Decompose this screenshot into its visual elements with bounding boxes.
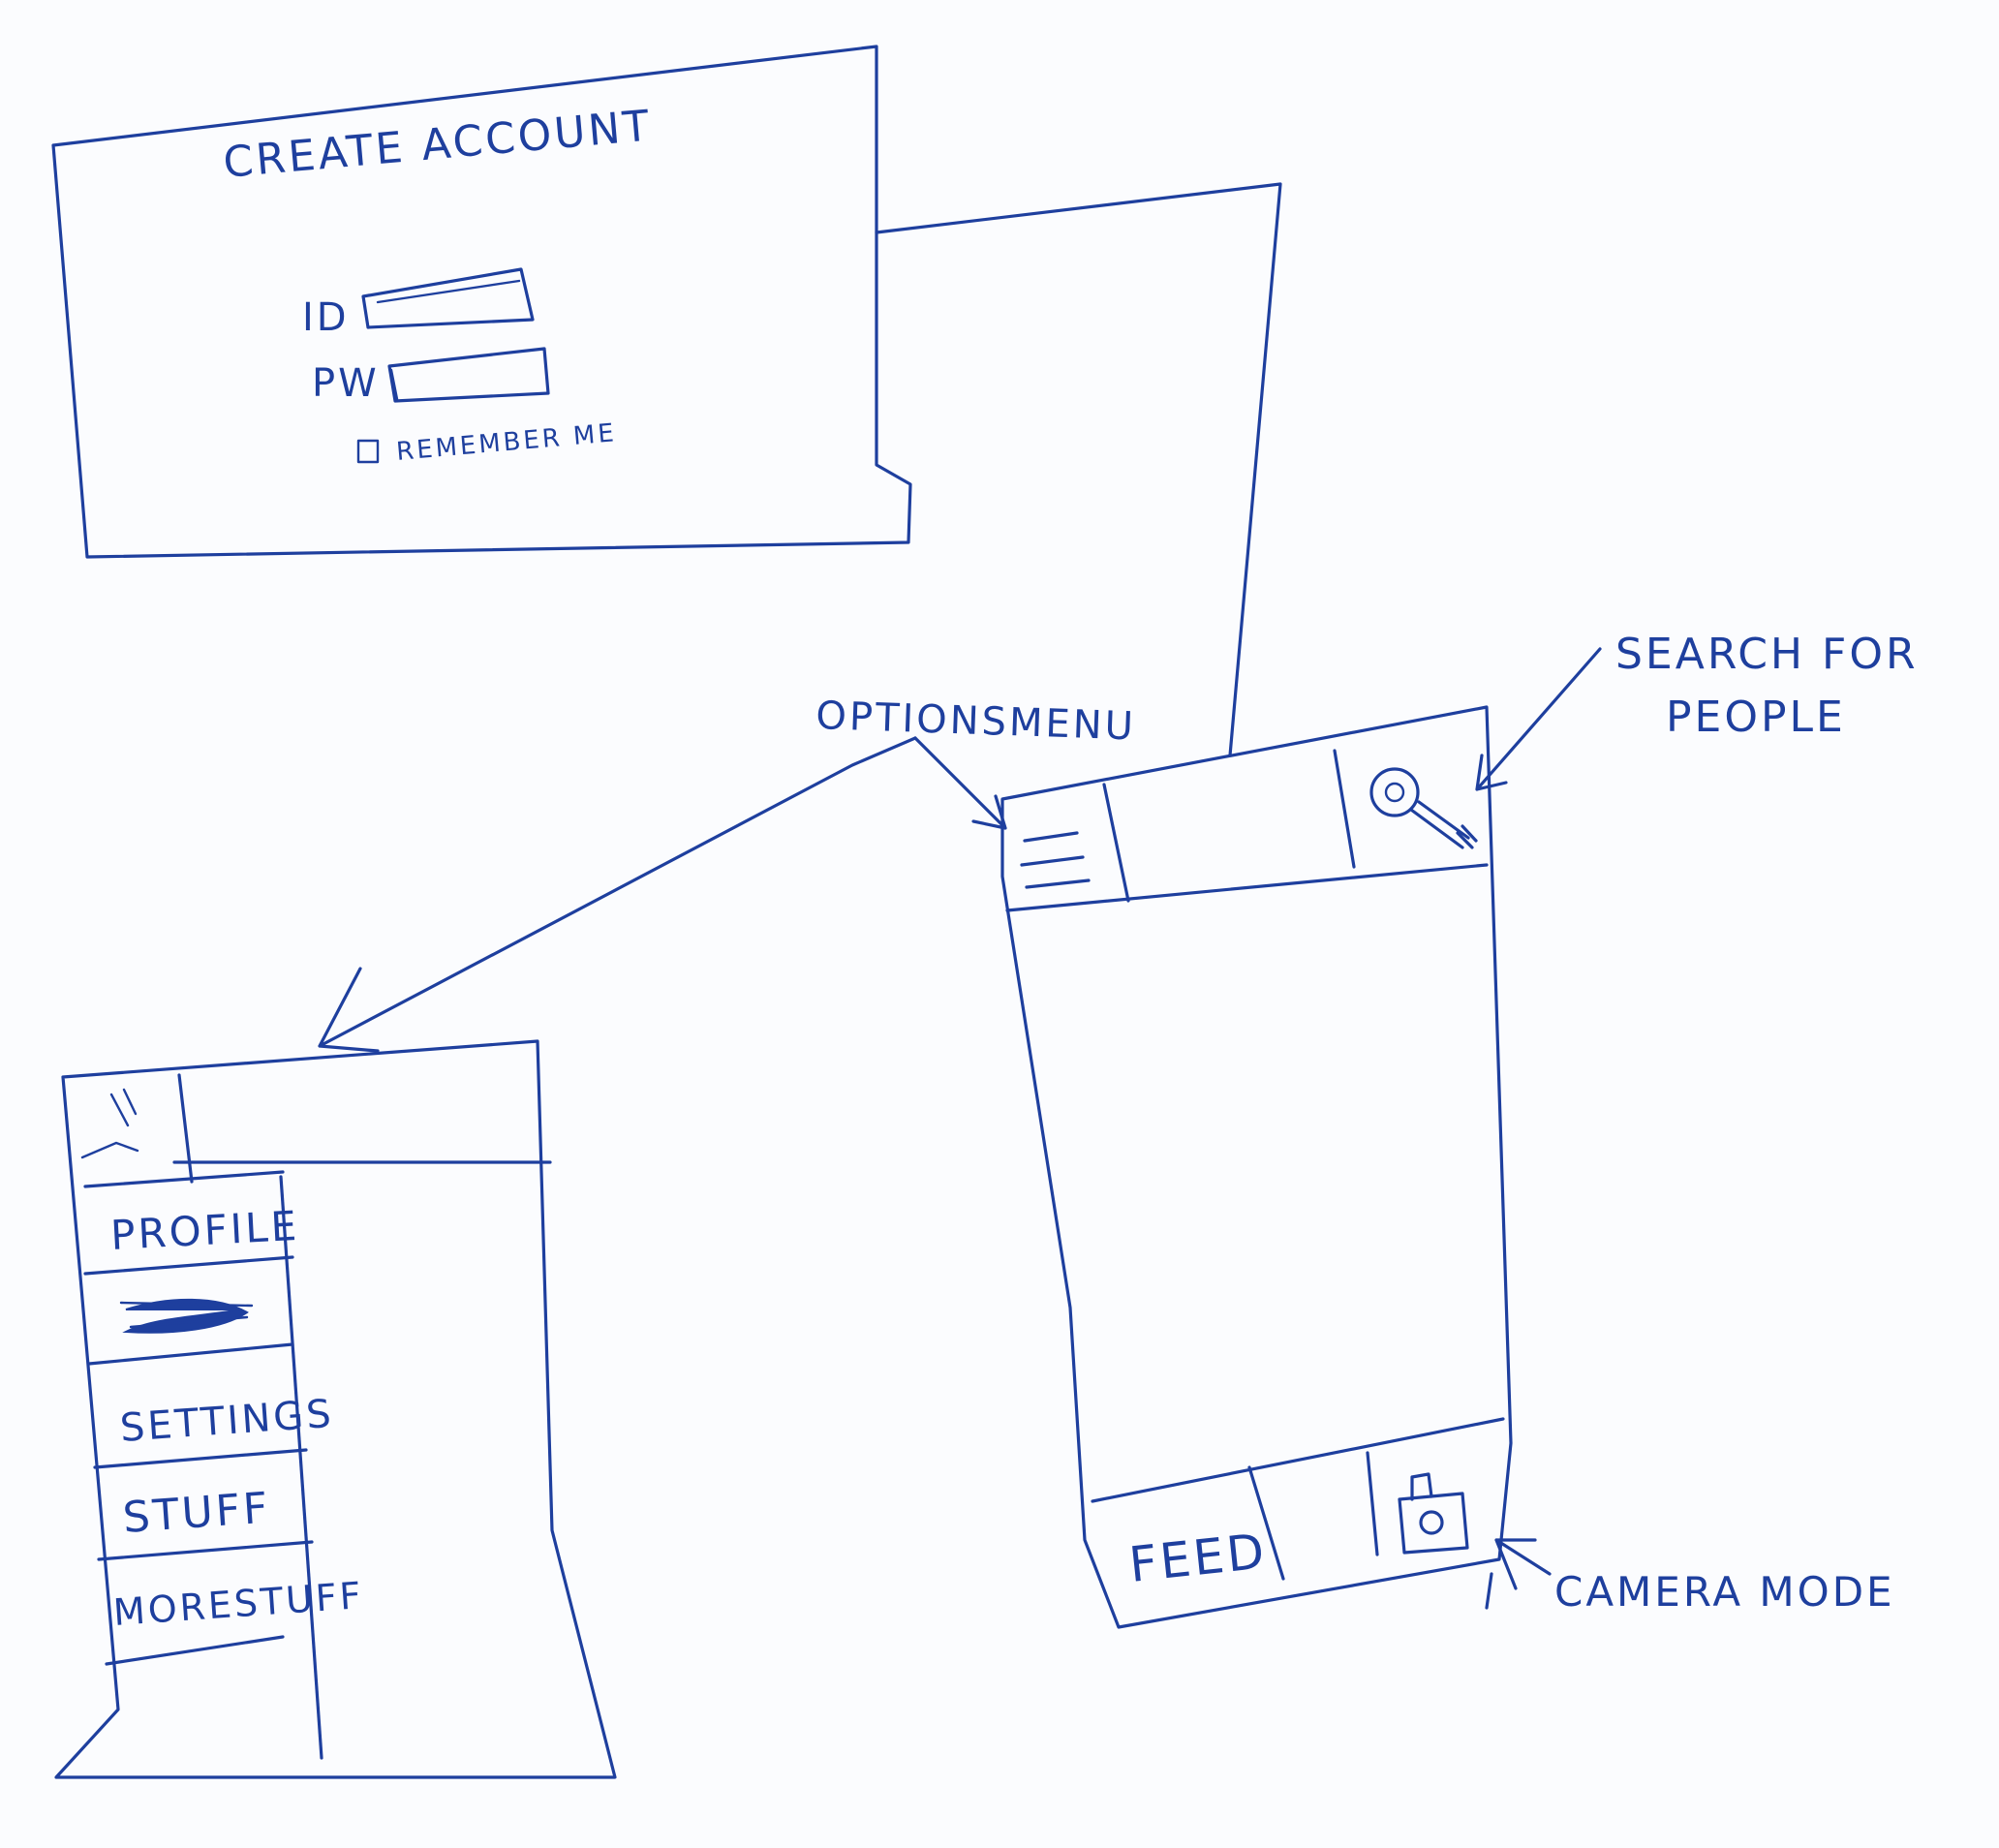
menu-item-label: PROFILE (109, 1202, 300, 1259)
menu-screen: PROFILE SETTINGS STUFF MORESTUFF (54, 1039, 617, 1779)
login-screen: CREATE ACCOUNT ID PW REMEMBER ME (51, 45, 912, 559)
menu-item-stuff[interactable]: STUFF (97, 1483, 314, 1561)
back-arrow-icon[interactable] (80, 1088, 139, 1159)
search-icon (1369, 767, 1478, 849)
menu-item-label: STUFF (121, 1483, 272, 1543)
hamburger-menu-icon (1020, 831, 1091, 889)
camera-icon (1398, 1472, 1469, 1555)
menu-item-profile[interactable]: PROFILE (83, 1202, 300, 1276)
connector-main-to-menu (318, 736, 917, 1053)
menu-item-label: SETTINGS (118, 1392, 335, 1451)
camera-mode-button[interactable] (1366, 1451, 1469, 1556)
feed-tab-label: FEED (1126, 1523, 1270, 1593)
login-screen-frame (51, 45, 912, 559)
main-screen: FEED (1000, 705, 1513, 1629)
main-screen-frame (1000, 705, 1513, 1629)
id-field[interactable] (361, 267, 535, 329)
pw-field[interactable] (387, 347, 550, 403)
bottom-bar-divider (1091, 1417, 1505, 1503)
search-annotation-line2: PEOPLE (1666, 693, 1846, 742)
feed-tab[interactable]: FEED (1126, 1465, 1285, 1593)
remember-me-label: REMEMBER ME (395, 418, 618, 467)
connector-login-to-main (875, 182, 1282, 757)
options-menu-button[interactable] (1020, 783, 1130, 903)
top-bar-divider (1005, 863, 1489, 912)
menu-item-label: MORESTUFF (112, 1574, 365, 1634)
search-arrow (1475, 647, 1602, 791)
menu-screen-frame (54, 1039, 617, 1779)
pw-label: PW (312, 361, 380, 406)
camera-mode-arrow (1485, 1538, 1552, 1610)
menu-item-morestuff[interactable]: MORESTUFF (105, 1574, 365, 1666)
id-label: ID (302, 295, 350, 340)
remember-me-row[interactable]: REMEMBER ME (356, 418, 618, 467)
drawer-edge (279, 1175, 323, 1760)
camera-mode-annotation: CAMERA MODE (1554, 1568, 1895, 1616)
checkbox-icon[interactable] (356, 439, 380, 464)
menu-item-scribbled[interactable] (87, 1298, 294, 1366)
search-people-button[interactable] (1333, 749, 1478, 869)
create-account-title: CREATE ACCOUNT (222, 101, 655, 187)
options-menu-arrow (913, 736, 1007, 830)
search-annotation-line1: SEARCH FOR (1615, 630, 1919, 679)
options-menu-annotation: OPTIONSMENU (815, 693, 1137, 750)
